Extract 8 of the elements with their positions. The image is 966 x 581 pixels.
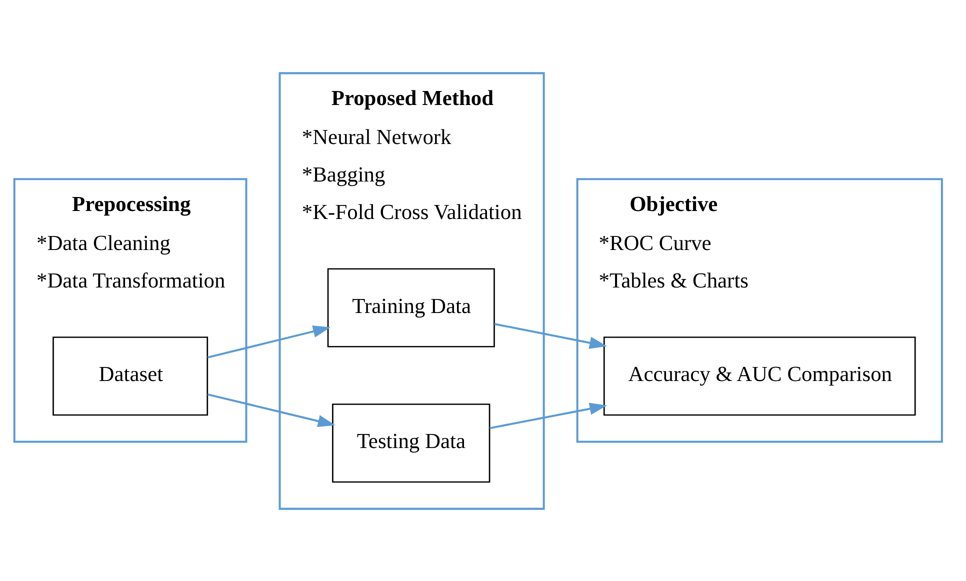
arrow (488, 402, 607, 429)
node-box: Accuracy & AUC Comparison (602, 336, 916, 416)
arrow (494, 322, 607, 348)
arrow (206, 324, 330, 358)
node-box: Dataset (52, 336, 208, 416)
node-box: Training Data (326, 268, 494, 347)
arrow (206, 392, 335, 427)
node-box: Testing Data (332, 403, 490, 482)
